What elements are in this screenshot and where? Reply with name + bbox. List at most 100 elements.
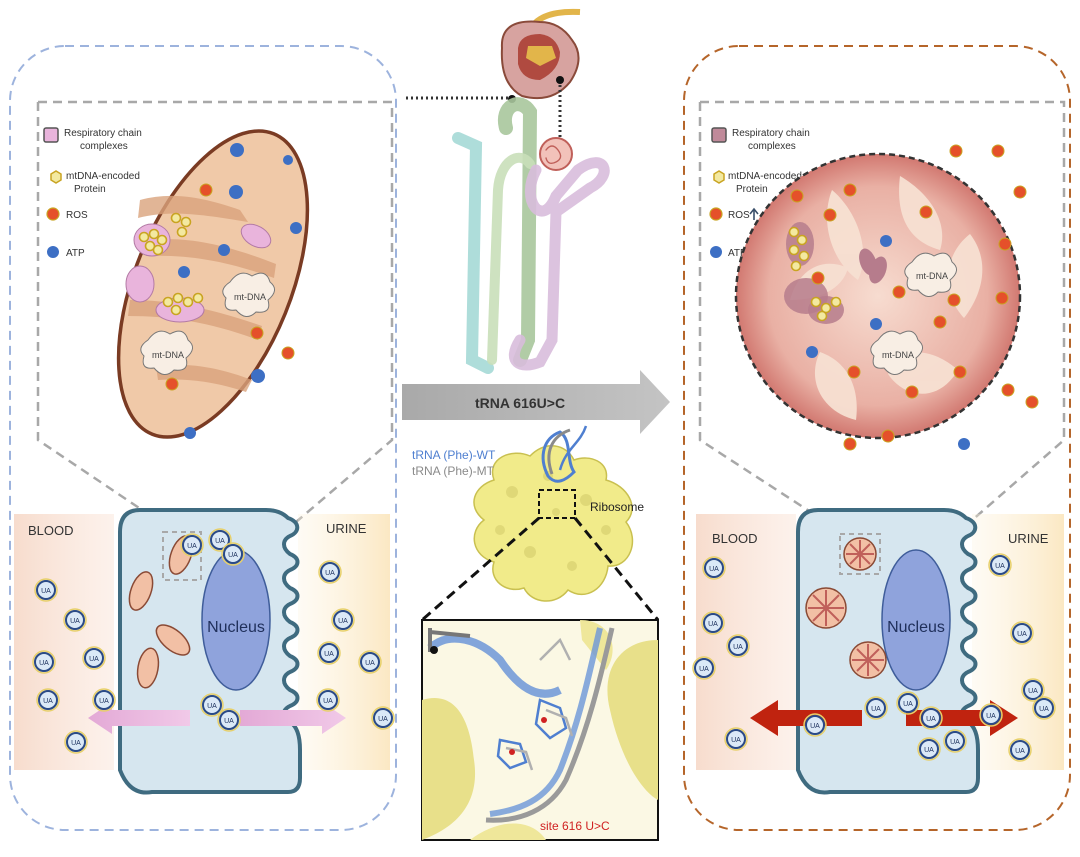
- right-ua-particle: [805, 715, 825, 735]
- left-ua-ring: [208, 528, 232, 552]
- left-ua-label: UA: [325, 570, 335, 577]
- left-ua-ring: [200, 693, 224, 717]
- left-legend: Respiratory chain complexes mtDNA-encode…: [43, 127, 142, 259]
- left-panel-border: [9, 45, 397, 831]
- left-ua-particle: [219, 710, 239, 730]
- left-ua-particle: [319, 643, 339, 663]
- right-ua-ring: [979, 703, 1003, 727]
- right-legend: Respiratory chain complexes mtDNA-encode…: [709, 127, 810, 261]
- left-ua-particle: [38, 690, 58, 710]
- right-ros-swatch: [709, 207, 723, 221]
- left-ua-particle: [65, 610, 85, 630]
- mutation-site-label: site 616 U>C: [540, 819, 610, 833]
- right-ua-ring: [1032, 696, 1056, 720]
- left-nucleus-label: Nucleus: [207, 619, 265, 636]
- kidney-icon: [500, 8, 581, 100]
- left-ua-label: UA: [39, 660, 49, 667]
- right-ua-label: UA: [1039, 706, 1049, 713]
- right-ua-label: UA: [926, 716, 936, 723]
- right-cell-mitochondria: [805, 537, 887, 679]
- right-ua-particle: [1010, 740, 1030, 760]
- left-ua-ring: [180, 533, 204, 557]
- right-nucleus-label: Nucleus: [887, 619, 945, 636]
- right-ua-particle: [728, 636, 748, 656]
- right-ua-label: UA: [903, 701, 913, 708]
- right-ua-ring: [1021, 678, 1045, 702]
- right-ua-ring: [701, 611, 725, 635]
- right-mtdna-protein-swatch: [713, 170, 725, 184]
- left-ua-particle: [36, 580, 56, 600]
- right-ua-ring: [726, 634, 750, 658]
- left-ua-label: UA: [207, 703, 217, 710]
- right-ua-particle: [1023, 680, 1043, 700]
- ribosome-structure: [473, 425, 634, 602]
- right-legend-mtdna-protein-label-2: Protein: [736, 184, 768, 195]
- left-ua-ring: [371, 706, 395, 730]
- right-ua-label: UA: [950, 739, 960, 746]
- left-ua-ring: [331, 608, 355, 632]
- right-ua-label: UA: [871, 706, 881, 713]
- left-ua-label: UA: [70, 618, 80, 625]
- right-ua-particle: [1034, 698, 1054, 718]
- respiratory-chain-swatch: [43, 127, 59, 143]
- right-panel-border: [683, 45, 1071, 831]
- left-ua-label: UA: [365, 660, 375, 667]
- left-ua-particle: [360, 652, 380, 672]
- right-atp-swatch: [710, 246, 722, 258]
- mtdna-label-right-1: mt-DNA: [916, 271, 948, 281]
- ros-up-arrow-icon: [749, 207, 759, 220]
- right-ua-ring: [702, 556, 726, 580]
- left-urine-label: URINE: [326, 521, 367, 536]
- right-ua-label: UA: [986, 713, 996, 720]
- left-blood-region: [14, 514, 114, 770]
- right-ua-label: UA: [810, 723, 820, 730]
- right-ua-label: UA: [731, 737, 741, 744]
- right-ua-label: UA: [1017, 631, 1027, 638]
- left-ua-ring: [316, 688, 340, 712]
- ribosome-label: Ribosome: [590, 500, 644, 514]
- left-ua-particle: [66, 732, 86, 752]
- right-ua-particle: [981, 705, 1001, 725]
- left-ua-label: UA: [324, 651, 334, 658]
- left-ua-particle: [320, 562, 340, 582]
- right-ua-ring: [919, 706, 943, 730]
- right-nucleus: [881, 549, 951, 691]
- right-urine-label: URINE: [1008, 531, 1049, 546]
- left-ua-ring: [34, 578, 58, 602]
- ribosome-zoom-lines: [421, 516, 660, 622]
- right-ua-label: UA: [708, 621, 718, 628]
- right-ua-particle: [694, 658, 714, 678]
- left-ua-ring: [358, 650, 382, 674]
- left-ua-particle: [182, 535, 202, 555]
- right-ua-ring: [988, 553, 1012, 577]
- legend-respiratory-label: Respiratory chain: [64, 128, 142, 139]
- right-legend-atp-label: ATP: [728, 248, 747, 259]
- left-ua-label: UA: [187, 543, 197, 550]
- left-urine-region: [298, 514, 390, 770]
- left-ua-ring: [217, 708, 241, 732]
- mtdna-protein-swatch: [50, 170, 62, 184]
- left-ua-ring: [92, 688, 116, 712]
- left-ua-label: UA: [338, 618, 348, 625]
- left-ua-ring: [317, 641, 341, 665]
- left-ua-ring: [318, 560, 342, 584]
- right-ua-particle: [704, 558, 724, 578]
- right-ua-label: UA: [924, 747, 934, 754]
- right-ua-ring: [1008, 738, 1032, 762]
- left-ua-particle: [202, 695, 222, 715]
- right-ua-ring: [917, 737, 941, 761]
- right-ua-ring: [692, 656, 716, 680]
- ros-swatch: [46, 207, 60, 221]
- kidney-link-dot-right: [556, 76, 564, 84]
- right-ua-ring: [724, 727, 748, 751]
- right-ua-ring: [896, 691, 920, 715]
- right-legend-respiratory-label: Respiratory chain: [732, 128, 810, 139]
- right-ua-particle: [726, 729, 746, 749]
- right-zoom-box: [698, 100, 1066, 524]
- left-ua-ring: [221, 542, 245, 566]
- left-ua-particle: [318, 690, 338, 710]
- left-arrow-to-urine: [240, 702, 346, 734]
- left-ua-particle: [84, 648, 104, 668]
